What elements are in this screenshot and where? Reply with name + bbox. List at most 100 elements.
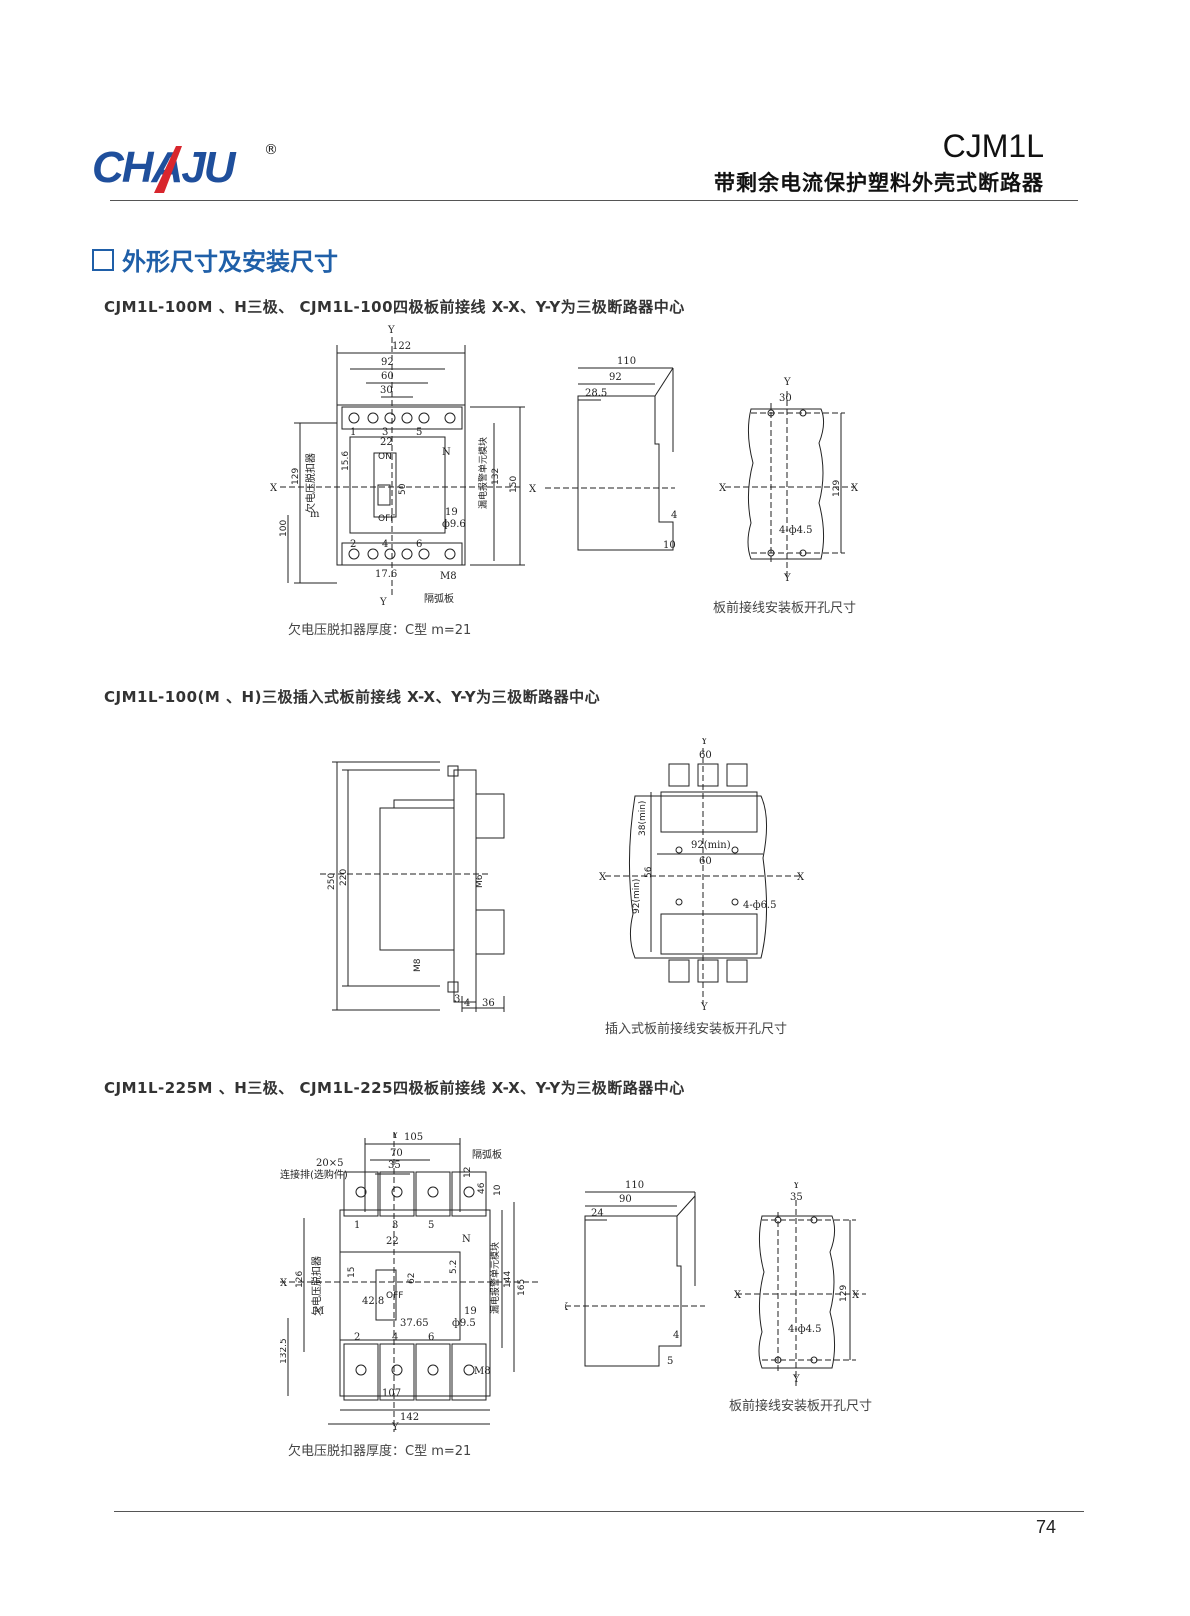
dim-dia-9-5: ф9.5 [452,1318,476,1329]
dim-60-top: 60 [699,750,712,761]
label-y-top: Y [391,1132,399,1141]
label-y-bottom: Y [379,597,387,608]
label-y-top: Y [792,1182,800,1191]
label-off: OFF [378,514,395,524]
label-arc-barrier: 隔弧板 [424,592,454,605]
dim-129: 129 [291,468,301,485]
drawing-100-front: Y 122 92 60 30 22 15.6 50 129 132 150 10… [270,325,525,608]
drawing-100-panel: Y 30 129 4-ф4.5 X X Y [719,377,859,583]
dim-250: 250 [327,873,337,890]
dim-4: 4 [464,998,470,1009]
label-y-bottom: Y [391,1422,399,1432]
footer-divider [114,1511,1084,1512]
header-divider [110,200,1078,201]
label-y-top: Y [700,738,708,747]
caption-panel-cutout-1: 板前接线安装板开孔尺寸 [713,601,857,616]
dim-165: 165 [517,1279,527,1296]
dim-46: 46 [477,1182,487,1194]
label-undervoltage-release: 欠电压脱扣器 [310,1256,323,1316]
dim-12: 12 [463,1167,473,1178]
label-y-top: Y [387,325,395,336]
caption-plugin-panel: 插入式板前接线安装板开孔尺寸 [605,1022,788,1037]
dim-60: 60 [381,371,394,382]
label-y-bottom: Y [792,1374,800,1385]
terminal-3: 3 [382,427,388,438]
dim-4: 4 [673,1330,679,1341]
dim-4-holes: 4-ф4.5 [779,525,812,536]
label-undervoltage-release: 欠电压脱扣器 [304,453,317,513]
terminal-6: 6 [428,1332,434,1343]
dim-38-min: 38(min) [638,801,648,836]
caption-undervoltage-thickness-1: 欠电压脱扣器厚度：C型 m=21 [288,623,472,638]
dim-50: 50 [398,483,408,495]
label-x-left: X [599,872,607,883]
terminal-5: 5 [428,1220,434,1231]
dim-150: 150 [509,476,519,493]
drawing-225-front: Y 105 70 35 20×5 12 46 10 22 15 62 5.2 1… [280,1132,540,1432]
label-n: N [442,447,451,458]
dim-dia-9-6: ф9.6 [442,519,466,530]
dim-28-5: 28.5 [585,388,607,399]
label-x-right: X [797,872,805,883]
label-y-top: Y [783,377,791,388]
terminal-4: 4 [392,1332,398,1343]
dim-15-6: 15.6 [341,451,351,471]
label-x-left: X [734,1290,742,1301]
registered-mark: ® [264,142,278,158]
label-y-bottom: Y [783,573,791,583]
dim-62: 62 [407,1273,417,1284]
dim-56: 56 [644,866,654,878]
terminal-4: 4 [382,539,388,550]
label-x-right: X [852,1290,860,1301]
page-number: 74 [1035,1517,1056,1537]
label-on: ON [378,452,392,462]
section-title-text: 外形尺寸及安装尺寸 [122,248,338,276]
dim-92: 92 [381,357,394,368]
dim-107: 107 [382,1388,401,1399]
caption-panel-cutout-3: 板前接线安装板开孔尺寸 [729,1399,873,1414]
drawing-225-panel: Y 35 129 4-ф4.5 X X Y [734,1182,866,1386]
dim-42-8: 42.8 [362,1296,384,1307]
dim-60-mid: 60 [699,856,712,867]
dim-m: M [314,1306,324,1317]
label-n: N [462,1234,471,1245]
dim-4-holes: 4-ф4.5 [788,1324,821,1335]
terminal-2: 2 [354,1332,360,1343]
label-off: OFF [386,1291,403,1301]
drawing-100-plugin-side: 250 220 M8 3 4 36 M6 [320,761,505,1012]
dim-110: 110 [617,356,636,367]
dim-4: 4 [671,510,677,521]
dim-110: 110 [625,1180,644,1191]
dim-122: 122 [392,341,411,352]
dim-19: 19 [464,1306,477,1317]
section-title: 外形尺寸及安装尺寸 [92,242,338,277]
section-1-heading: CJM1L-100M 、H三极、 CJM1L-100四极板前接线 X-X、Y-Y… [104,298,685,316]
dim-10: 10 [493,1184,503,1196]
dim-19: 19 [445,507,458,518]
checkbox-square-icon [92,248,114,271]
dim-90: 90 [619,1194,632,1205]
dim-132: 132 [491,468,501,485]
drawing-100-side: 110 92 28.5 4 10 X [529,356,677,551]
dim-142: 142 [400,1412,419,1423]
dim-220: 220 [339,869,349,886]
label-busbar-optional: 连接排(选购件) [280,1168,348,1181]
label-residual-current-module: 漏电报警单元模块 [477,437,489,509]
dim-35: 35 [388,1160,401,1171]
section-2-heading: CJM1L-100(M 、H)三极插入式板前接线 X-X、Y-Y为三极断路器中心 [104,688,601,706]
dim-126: 126 [295,1271,305,1288]
model-title: CJM1L [942,128,1044,164]
terminal-6: 6 [416,539,422,550]
label-y-bottom: Y [700,1002,708,1013]
caption-undervoltage-thickness-2: 欠电压脱扣器厚度：C型 m=21 [288,1444,472,1459]
dim-92-min-h: 92(min) [691,840,731,851]
dim-m8: M8 [474,1366,491,1377]
dim-m8: M8 [440,571,457,582]
dim-92-min-v: 92(min) [632,879,642,914]
dim-100: 100 [279,520,289,537]
logo-red-stroke-icon [154,146,182,193]
drawing-100-plugin-panel: Y 60 38(min) 92(min) 60 56 92(min) 4-ф6.… [599,738,805,1013]
dim-22: 22 [380,437,393,448]
terminal-1: 1 [354,1220,360,1231]
chaju-logo: CHAJU ® [92,142,278,193]
